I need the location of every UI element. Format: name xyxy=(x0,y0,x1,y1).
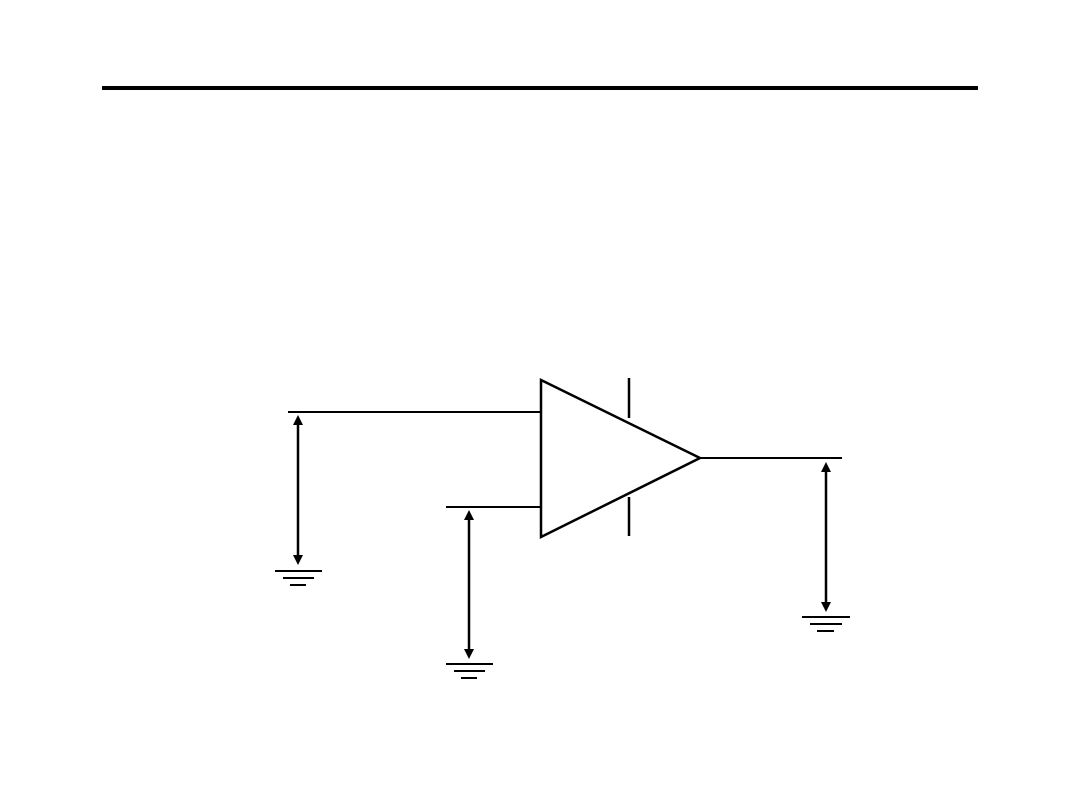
ground-icon xyxy=(446,663,493,679)
title-rule xyxy=(102,86,978,90)
op-amp-triangle-icon xyxy=(539,377,703,540)
ground-icon xyxy=(275,570,322,586)
ground-icon xyxy=(802,616,850,632)
